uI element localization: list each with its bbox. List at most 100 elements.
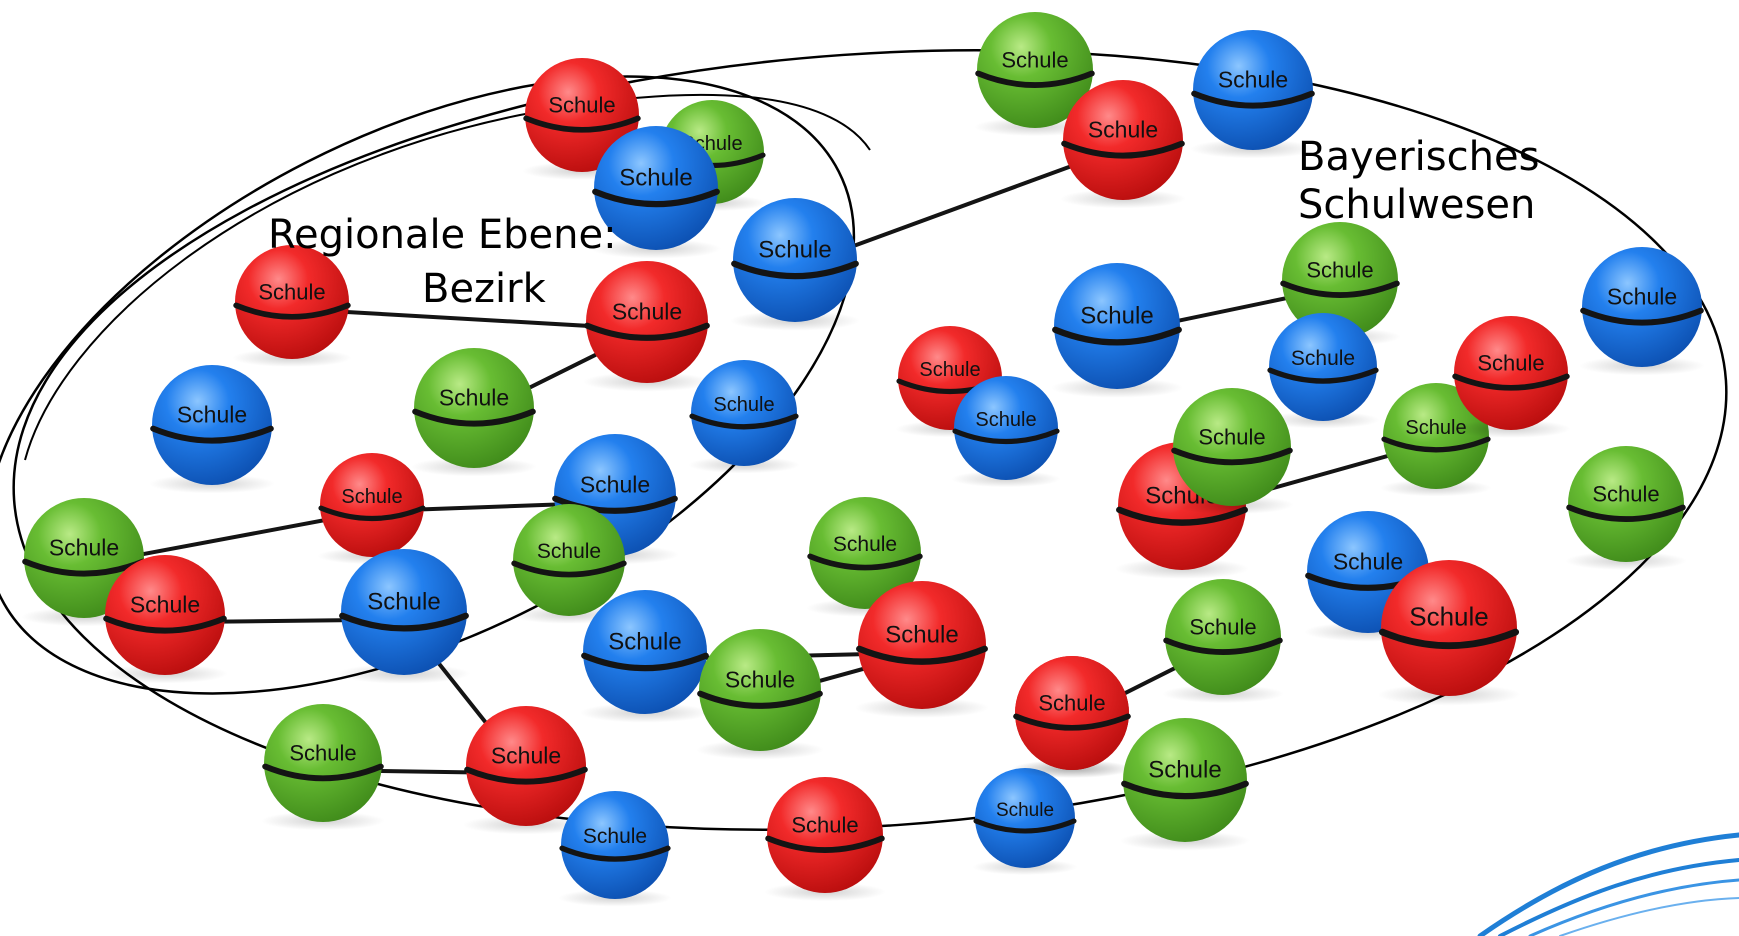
- node-label: Schule: [1405, 417, 1466, 439]
- node-sphere: [1383, 383, 1489, 489]
- school-node-red: Schule: [1060, 80, 1186, 209]
- node-sphere: [513, 504, 625, 616]
- node-sphere: [414, 348, 534, 468]
- node-band: [1171, 447, 1293, 466]
- node-band: [1381, 436, 1491, 453]
- node-label: Schule: [1080, 302, 1153, 329]
- school-node-green: Schule: [1170, 388, 1294, 515]
- node-label: Schule: [919, 359, 980, 381]
- node-label: Schule: [608, 629, 681, 656]
- node-label: Schule: [258, 280, 325, 305]
- node-sphere: [858, 581, 986, 709]
- node-label: Schule: [975, 409, 1036, 431]
- node-sphere: [1063, 80, 1183, 200]
- node-label: Schule: [1607, 284, 1677, 310]
- node-band: [689, 413, 799, 430]
- node-band: [1061, 140, 1185, 159]
- node-band: [412, 408, 536, 427]
- school-node-blue: Schule: [337, 549, 471, 684]
- school-node-green: Schule: [1119, 718, 1251, 851]
- node-sphere: [594, 126, 718, 250]
- node-label: Schule: [612, 299, 682, 325]
- node-label: Schule: [1148, 757, 1221, 784]
- node-band: [150, 425, 274, 444]
- school-node-green: Schule: [1162, 579, 1284, 704]
- node-label: Schule: [1189, 615, 1256, 640]
- school-node-blue: Schule: [558, 791, 672, 907]
- node-sphere: [586, 261, 708, 383]
- node-band: [1378, 628, 1520, 650]
- node-label: Schule: [1218, 67, 1288, 93]
- school-node-red: Schule: [854, 581, 990, 718]
- node-sphere: [1015, 656, 1129, 770]
- node-band: [1121, 780, 1249, 800]
- node-label: Schule: [833, 533, 897, 556]
- node-sphere: [152, 365, 272, 485]
- node-band: [973, 818, 1077, 834]
- inner-region-boundary-double: [24, 93, 871, 461]
- node-label: Schule: [1333, 549, 1403, 575]
- node-band: [1191, 90, 1315, 109]
- node-band: [592, 188, 720, 208]
- node-label: Schule: [1409, 601, 1489, 631]
- node-label: Schule: [491, 743, 561, 769]
- node-sphere: [1454, 316, 1568, 430]
- node-sphere: [1269, 313, 1377, 421]
- node-sphere: [1165, 579, 1281, 695]
- node-sphere: [809, 497, 921, 609]
- node-band: [1580, 307, 1704, 326]
- node-sphere: [1568, 446, 1684, 562]
- node-sphere: [1381, 560, 1517, 696]
- node-label: Schule: [1306, 258, 1373, 283]
- node-label: Schule: [341, 486, 402, 508]
- school-node-red: Schule: [1012, 656, 1132, 778]
- node-sphere: [1054, 263, 1180, 389]
- node-label: Schule: [580, 472, 650, 498]
- outer-region-boundary: [12, 49, 1728, 831]
- node-band: [1280, 280, 1400, 298]
- school-node-red: Schule: [102, 555, 228, 684]
- node-sphere: [1173, 388, 1291, 506]
- node-label: Schule: [439, 385, 509, 411]
- node-sphere: [954, 376, 1058, 480]
- node-label: Schule: [583, 825, 647, 848]
- node-band: [1267, 367, 1379, 384]
- school-node-red: Schule: [1451, 316, 1571, 438]
- node-sphere: [264, 704, 382, 822]
- school-node-red: Schule: [1377, 560, 1521, 706]
- node-band: [339, 612, 469, 632]
- school-node-green: Schule: [1380, 383, 1492, 497]
- node-label: Schule: [537, 540, 601, 563]
- node-band: [581, 652, 709, 672]
- node-band: [1116, 506, 1248, 526]
- node-band: [1452, 373, 1570, 391]
- node-sphere: [977, 12, 1093, 128]
- school-node-red: Schule: [463, 706, 589, 835]
- node-label: Schule: [885, 621, 958, 648]
- school-node-blue: Schule: [579, 590, 711, 723]
- node-label: Schule: [713, 394, 774, 416]
- node-band: [952, 428, 1060, 445]
- node-sphere: [767, 777, 883, 893]
- school-node-green: Schule: [1565, 446, 1687, 571]
- node-label: Schule: [1001, 48, 1068, 73]
- node-sphere: [235, 245, 349, 359]
- node-sphere: [1123, 718, 1247, 842]
- node-sphere: [466, 706, 586, 826]
- school-node-red: Schule: [232, 245, 352, 367]
- node-label: Schule: [758, 237, 831, 264]
- node-sphere: [1193, 30, 1313, 150]
- node-band: [807, 553, 923, 571]
- node-band: [103, 615, 227, 634]
- node-band: [975, 70, 1095, 88]
- school-nodes-layer: SchuleSchuleSchuleSchuleSchuleSchuleSchu…: [21, 12, 1705, 907]
- school-node-blue: Schule: [729, 198, 861, 331]
- school-node-blue: Schule: [1579, 247, 1705, 376]
- node-sphere: [733, 198, 857, 322]
- node-band: [765, 835, 885, 853]
- node-sphere: [1282, 222, 1398, 338]
- swoosh-decoration: [1477, 832, 1739, 936]
- node-label: Schule: [1198, 425, 1265, 450]
- node-sphere: [699, 629, 821, 751]
- node-sphere: [105, 555, 225, 675]
